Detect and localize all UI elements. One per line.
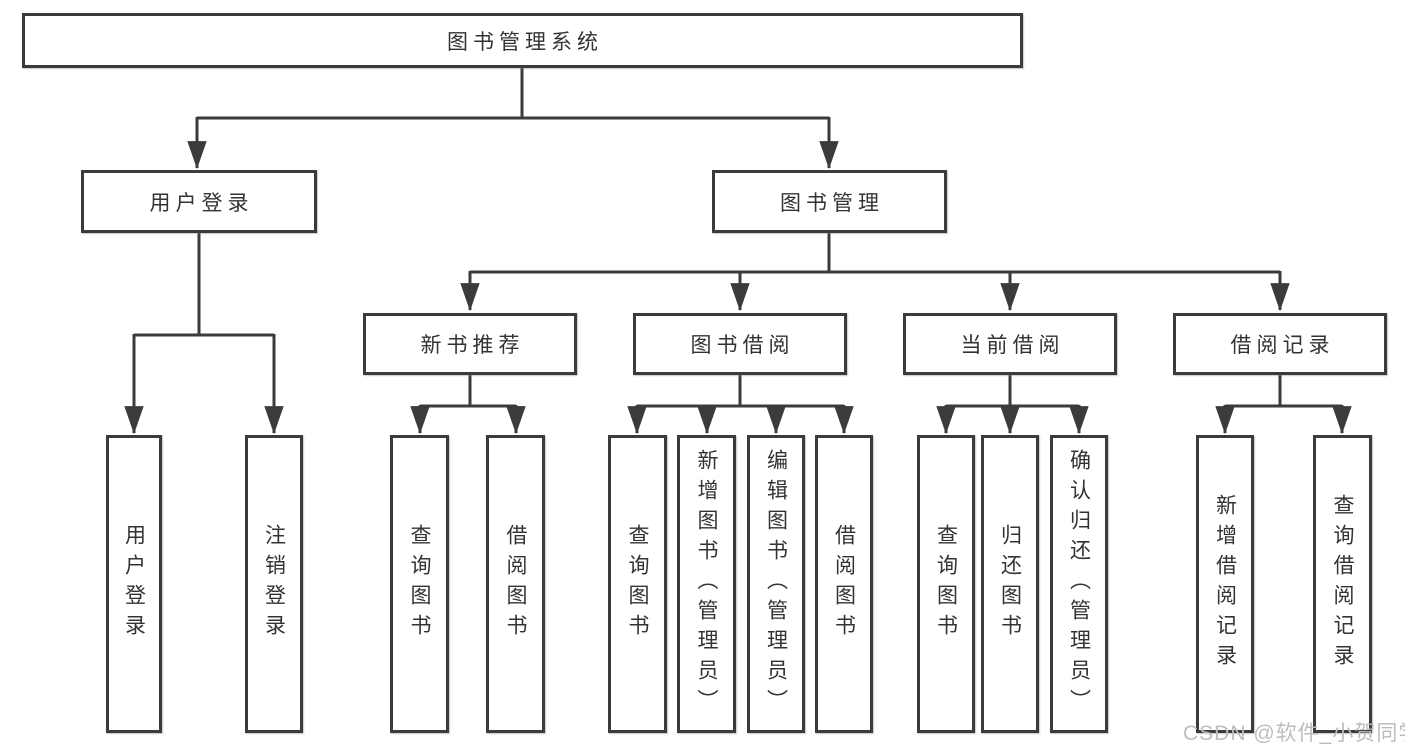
node-user-login: 用户登录 xyxy=(81,170,317,233)
csdn-watermark: CSDN @软件_小贺同学 xyxy=(1183,722,1405,745)
node-leaf-borrow-book-1: 借阅图书 xyxy=(486,435,545,733)
node-leaf-user-login-label: 用户登录 xyxy=(122,524,146,644)
node-leaf-edit-book-label: 编辑图书（管理员） xyxy=(764,449,788,719)
node-leaf-query-book-3-label: 查询图书 xyxy=(934,524,958,644)
node-leaf-add-record: 新增借阅记录 xyxy=(1196,435,1254,733)
node-new-book-rec: 新书推荐 xyxy=(363,313,577,375)
connector-book-mgmt-backbone xyxy=(470,233,1280,274)
node-book-borrow: 图书借阅 xyxy=(633,313,847,375)
connector-new-book-rec-backbone xyxy=(420,375,516,408)
node-book-mgmt: 图书管理 xyxy=(712,170,947,233)
node-borrow-records: 借阅记录 xyxy=(1173,313,1387,375)
node-leaf-query-book-2-label: 查询图书 xyxy=(626,524,649,644)
node-user-login-label: 用户登录 xyxy=(149,191,254,215)
node-leaf-confirm-return: 确认归还（管理员） xyxy=(1050,435,1108,733)
connector-current-borrow-backbone xyxy=(946,375,1079,408)
node-leaf-logout: 注销登录 xyxy=(245,435,303,733)
node-leaf-add-book: 新增图书（管理员） xyxy=(677,435,736,733)
connector-user-login-backbone xyxy=(134,233,274,337)
node-borrow-records-label: 借阅记录 xyxy=(1230,334,1335,357)
node-leaf-borrow-book-2: 借阅图书 xyxy=(815,435,873,733)
node-leaf-query-record: 查询借阅记录 xyxy=(1313,435,1372,733)
node-leaf-return-book-label: 归还图书 xyxy=(998,524,1022,644)
node-new-book-rec-label: 新书推荐 xyxy=(420,334,525,357)
connector-book-borrow-backbone xyxy=(637,375,844,408)
node-current-borrow: 当前借阅 xyxy=(903,313,1117,375)
node-leaf-edit-book: 编辑图书（管理员） xyxy=(747,435,805,733)
connector-borrow-records-backbone xyxy=(1225,375,1342,408)
node-leaf-borrow-book-2-label: 借阅图书 xyxy=(832,524,856,644)
node-leaf-query-book-3: 查询图书 xyxy=(917,435,975,733)
node-leaf-logout-label: 注销登录 xyxy=(262,524,286,644)
node-leaf-user-login: 用户登录 xyxy=(106,435,162,733)
node-current-borrow-label: 当前借阅 xyxy=(960,334,1065,357)
node-leaf-add-book-label: 新增图书（管理员） xyxy=(695,449,718,719)
node-root-system: 图书管理系统 xyxy=(22,13,1023,68)
node-book-borrow-label: 图书借阅 xyxy=(690,334,795,357)
connector-root-backbone xyxy=(197,68,829,120)
node-leaf-query-book-1-label: 查询图书 xyxy=(408,524,431,644)
node-book-mgmt-label: 图书管理 xyxy=(780,191,884,215)
node-leaf-return-book: 归还图书 xyxy=(981,435,1039,733)
node-leaf-borrow-book-1-label: 借阅图书 xyxy=(504,524,527,644)
node-leaf-confirm-return-label: 确认归还（管理员） xyxy=(1067,449,1091,719)
node-leaf-query-book-2: 查询图书 xyxy=(608,435,667,733)
node-leaf-query-record-label: 查询借阅记录 xyxy=(1331,494,1354,674)
node-leaf-query-book-1: 查询图书 xyxy=(390,435,449,733)
node-leaf-add-record-label: 新增借阅记录 xyxy=(1213,494,1237,674)
node-root-label: 图书管理系统 xyxy=(447,30,603,54)
